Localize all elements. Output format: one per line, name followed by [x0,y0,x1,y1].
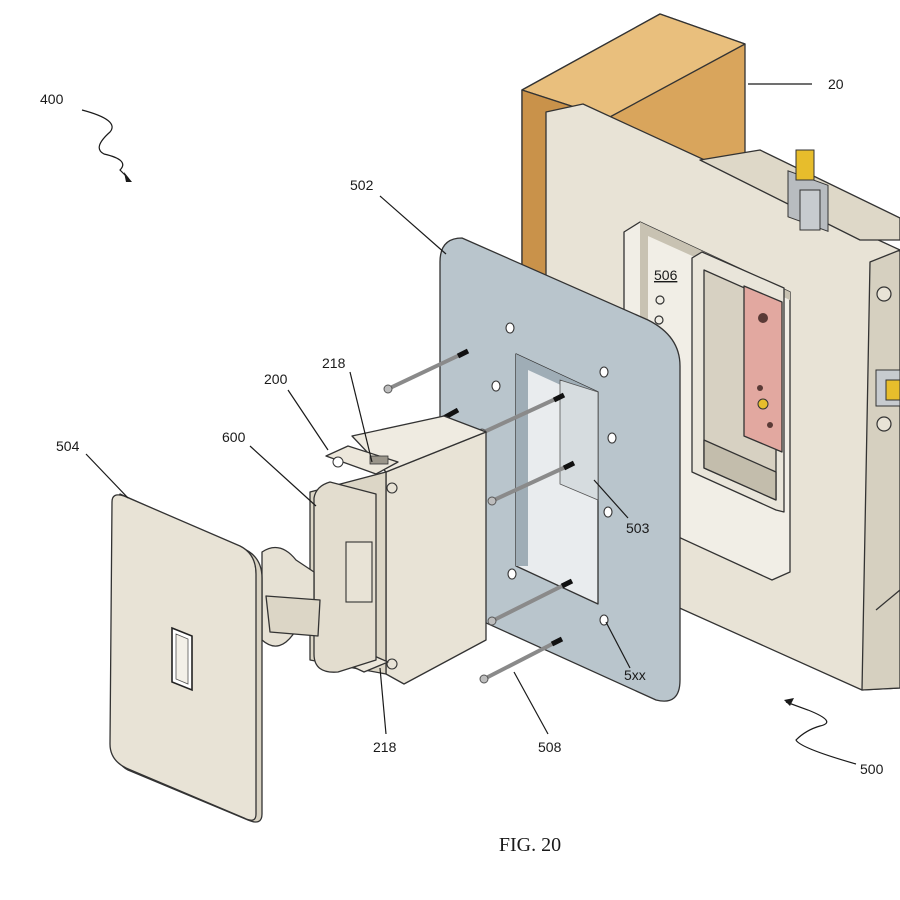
ref-label-200: 200 [264,371,288,387]
screw [479,636,564,684]
plate-opening-wall [516,354,598,566]
device-screw [386,482,398,494]
wall-hole [655,295,665,305]
bracket-hole [758,313,768,323]
screw [383,348,470,394]
leader-218-bottom [379,667,387,735]
leader-502 [379,195,447,255]
ear-hole [332,456,344,468]
ref-label-506: 506 [654,267,678,283]
ref-label-218-bottom: 218 [373,739,397,755]
junction-box-floor [703,439,777,501]
plate-opening-inner [559,379,599,501]
ref-label-500: 500 [860,761,884,777]
bracket-hole [757,385,763,391]
ref-label-5xx: 5xx [624,667,646,683]
ref-label-508: 508 [538,739,562,755]
leader-200 [287,389,329,451]
arrowhead-400 [124,172,132,182]
leader-504 [85,453,129,499]
leader-lines [81,83,857,765]
bracket-hole [767,422,773,428]
top-ear [325,445,399,475]
top-ear-slot [369,455,389,465]
pink-bracket [743,285,783,453]
leader-600 [249,445,317,507]
ref-label-504: 504 [56,438,80,454]
ref-label-20: 20 [828,76,844,92]
bracket-screw [757,398,769,410]
screws [383,348,576,684]
ref-label-400: 400 [40,91,64,107]
squiggle-500 [785,701,857,765]
device-screw [386,658,398,670]
device-box-front [385,431,487,685]
leader-5xx [605,621,631,669]
wall-hole [876,286,892,302]
wall-hole [654,315,664,325]
ref-label-218-top: 218 [322,355,346,371]
arrowhead-500 [784,698,794,706]
figure-caption: FIG. 20 [499,834,561,856]
squiggle-400 [81,109,129,179]
cover-plate [109,493,263,823]
adapter-clip [345,541,373,603]
ref-label-503: 503 [626,520,650,536]
screw [487,578,574,626]
plate-holes [491,322,617,626]
wall-panel-edge [861,249,900,691]
ref-label-600: 600 [222,429,246,445]
wall-hole [876,416,892,432]
reference-labels: 400 20 502 506 218 200 600 504 503 5xx 2… [40,76,884,777]
leader-218-top [349,371,373,463]
leader-508 [513,671,549,735]
screw [487,460,576,506]
connector-arm-lower [265,595,321,637]
wall-bottom-edge [875,589,900,611]
toggle-slot-inner [175,633,189,685]
leader-503 [593,479,629,519]
yellow-connector-right [875,369,900,407]
adapter-frame [313,481,377,673]
yellow-connector-top [787,149,829,233]
ref-label-502: 502 [350,177,374,193]
device-module [261,415,487,685]
